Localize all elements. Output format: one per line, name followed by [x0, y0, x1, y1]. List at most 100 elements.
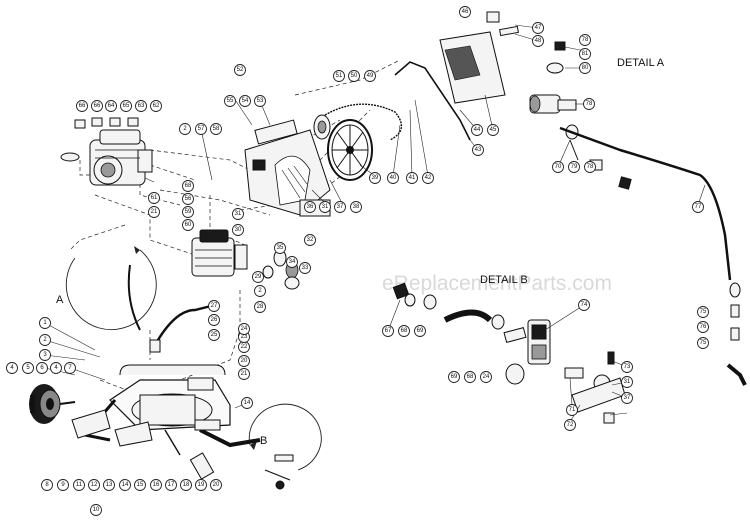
- svg-text:60: 60: [185, 222, 192, 228]
- svg-text:51: 51: [336, 73, 343, 79]
- callout-31: 31: [232, 208, 244, 220]
- svg-text:24: 24: [241, 326, 248, 332]
- callout-50: 50: [348, 70, 360, 82]
- svg-text:31: 31: [235, 211, 242, 217]
- callout-48: 48: [532, 35, 544, 47]
- svg-text:34: 34: [289, 259, 296, 265]
- callout-78c: 78: [584, 161, 596, 173]
- svg-text:23: 23: [241, 334, 248, 340]
- svg-text:4: 4: [10, 365, 14, 371]
- callout-45: 45: [487, 124, 499, 136]
- callout-16: 16: [150, 479, 162, 491]
- callout-31b: 31: [319, 201, 331, 213]
- svg-text:26: 26: [211, 317, 218, 323]
- svg-text:75: 75: [700, 340, 707, 346]
- callout-1: 1: [39, 317, 51, 329]
- svg-text:67: 67: [385, 328, 392, 334]
- callout-76: 76: [697, 321, 709, 333]
- foot-pads: [71, 409, 153, 447]
- svg-text:58: 58: [213, 126, 220, 132]
- callout-54: 54: [239, 95, 251, 107]
- svg-text:77: 77: [695, 204, 702, 210]
- svg-text:13: 13: [106, 482, 113, 488]
- svg-text:2: 2: [258, 288, 262, 294]
- svg-text:45: 45: [490, 127, 497, 133]
- callout-14: 14: [119, 479, 131, 491]
- svg-text:61: 61: [151, 195, 158, 201]
- callout-4b: 4: [50, 362, 62, 374]
- callout-51: 51: [333, 70, 345, 82]
- callout-19: 19: [195, 479, 207, 491]
- svg-text:2: 2: [43, 337, 47, 343]
- callout-71: 71: [566, 404, 578, 416]
- callout-25: 25: [208, 329, 220, 341]
- svg-text:20: 20: [241, 358, 248, 364]
- svg-text:14: 14: [244, 400, 251, 406]
- callout-21b: 21: [148, 206, 160, 218]
- watermark-text: eReplacementParts.com: [382, 272, 612, 295]
- callout-28: 28: [254, 301, 266, 313]
- callout-78b: 78: [583, 98, 595, 110]
- callout-2b: 2: [39, 334, 51, 346]
- svg-text:40: 40: [390, 175, 397, 181]
- svg-text:62: 62: [153, 103, 160, 109]
- callout-22: 22: [238, 341, 250, 353]
- svg-text:63: 63: [138, 103, 145, 109]
- callout-46: 46: [459, 6, 471, 18]
- callout-68: 68: [398, 325, 410, 337]
- svg-text:68: 68: [401, 328, 408, 334]
- callout-52: 52: [234, 64, 246, 76]
- callout-35: 35: [274, 242, 286, 254]
- callout-26: 26: [208, 314, 220, 326]
- svg-text:50: 50: [351, 73, 358, 79]
- svg-text:3: 3: [43, 352, 47, 358]
- svg-text:64: 64: [108, 103, 115, 109]
- callout-59: 59: [182, 206, 194, 218]
- svg-text:37: 37: [337, 204, 344, 210]
- svg-text:16: 16: [153, 482, 160, 488]
- svg-text:21: 21: [241, 371, 248, 377]
- callout-67: 67: [382, 325, 394, 337]
- svg-text:32: 32: [307, 237, 314, 243]
- belt-guard: [244, 119, 331, 217]
- callout-38: 38: [350, 201, 362, 213]
- callout-34: 34: [286, 256, 298, 268]
- svg-text:31: 31: [624, 379, 631, 385]
- hose-belt-wire: [394, 61, 471, 141]
- svg-text:1: 1: [43, 320, 47, 326]
- svg-text:22: 22: [241, 344, 248, 350]
- callout-10: 10: [90, 504, 102, 516]
- callout-57: 57: [195, 123, 207, 135]
- svg-text:65: 65: [123, 103, 130, 109]
- motor-pulley: [313, 114, 331, 140]
- svg-text:78: 78: [587, 164, 594, 170]
- svg-text:66: 66: [94, 103, 101, 109]
- callout-43: 43: [472, 144, 484, 156]
- detail-b-label: DETAIL B: [480, 274, 528, 286]
- svg-text:76: 76: [700, 324, 707, 330]
- engine-assembly: [60, 117, 153, 186]
- callout-2c: 2: [254, 285, 266, 297]
- svg-text:9: 9: [61, 482, 65, 488]
- svg-text:59: 59: [185, 209, 192, 215]
- detail-a-parts: [529, 41, 747, 386]
- svg-text:57: 57: [198, 126, 205, 132]
- svg-text:2: 2: [183, 126, 187, 132]
- callout-30: 30: [232, 224, 244, 236]
- svg-text:15: 15: [137, 482, 144, 488]
- svg-text:54: 54: [242, 98, 249, 104]
- pump-fittings: [262, 249, 300, 290]
- svg-text:81: 81: [582, 51, 589, 57]
- svg-text:17: 17: [168, 482, 175, 488]
- callout-37: 37: [334, 201, 346, 213]
- svg-text:80: 80: [582, 65, 589, 71]
- svg-text:71: 71: [569, 407, 576, 413]
- tank-frame: [82, 364, 261, 448]
- svg-text:25: 25: [211, 332, 218, 338]
- callout-24: 24: [238, 323, 250, 335]
- svg-text:33: 33: [302, 265, 309, 271]
- compressor-pump: [191, 229, 248, 277]
- svg-text:75: 75: [700, 309, 707, 315]
- svg-text:74: 74: [581, 302, 588, 308]
- callout-5: 5: [22, 362, 34, 374]
